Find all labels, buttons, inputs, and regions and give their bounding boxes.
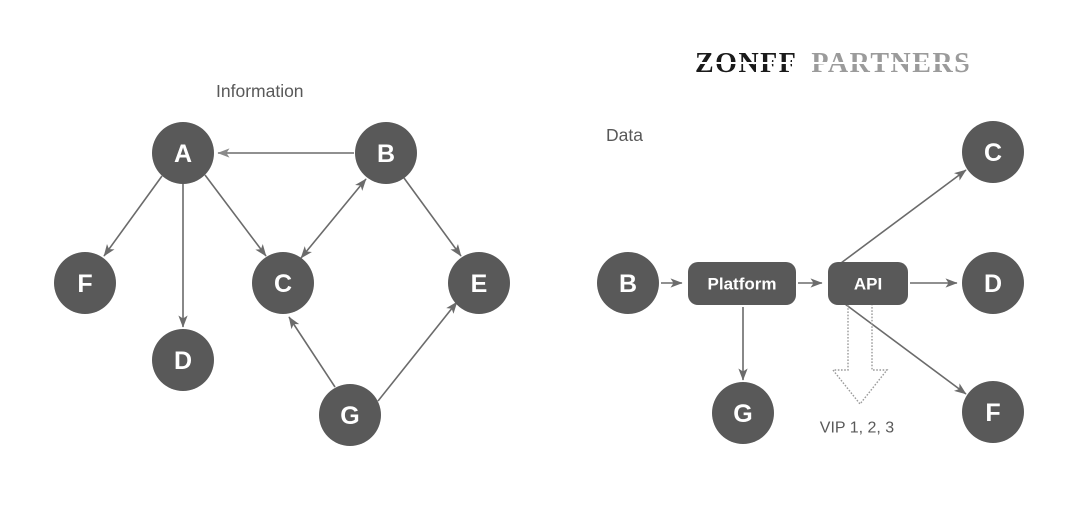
node-B-label: B <box>377 140 395 168</box>
vip-block-arrow <box>831 305 889 406</box>
panel-title-information: Information <box>216 81 304 101</box>
node-D2-label: D <box>984 270 1002 298</box>
node-api-rect[interactable] <box>828 262 908 305</box>
node-D-circle[interactable] <box>152 329 214 391</box>
information-edges <box>103 148 462 402</box>
edge-G-to-C <box>288 316 336 388</box>
node-api-label: API <box>854 275 882 294</box>
node-platform-rect[interactable] <box>688 262 796 305</box>
data-edges <box>661 169 967 395</box>
node-D-label: D <box>174 347 192 375</box>
node-D2[interactable]: D <box>962 252 1024 314</box>
zonff-partners-logo: ZONFF PARTNERS <box>695 48 972 80</box>
node-platform-label: Platform <box>708 275 777 294</box>
node-F2-circle[interactable] <box>962 381 1024 443</box>
node-D2-circle[interactable] <box>962 252 1024 314</box>
node-C-circle[interactable] <box>252 252 314 314</box>
node-platform[interactable]: Platform <box>688 262 796 305</box>
node-F-label: F <box>77 270 92 298</box>
logo-word-partners: PARTNERS <box>811 48 972 79</box>
edge-B-to-E <box>403 177 462 257</box>
node-B2[interactable]: B <box>597 252 659 314</box>
node-C2-circle[interactable] <box>962 121 1024 183</box>
node-C2[interactable]: C <box>962 121 1024 183</box>
node-api[interactable]: API <box>828 262 908 305</box>
node-D[interactable]: D <box>152 329 214 391</box>
vip-block-arrow-label: VIP 1, 2, 3 <box>820 420 895 437</box>
node-F[interactable]: F <box>54 252 116 314</box>
edge-api-to-F2 <box>844 303 967 395</box>
edge-api-to-C2 <box>840 169 967 264</box>
node-G2-circle[interactable] <box>712 382 774 444</box>
node-G-label: G <box>340 402 359 430</box>
node-B[interactable]: B <box>355 122 417 184</box>
node-C-label: C <box>274 270 292 298</box>
node-F2-label: F <box>985 399 1000 427</box>
node-E[interactable]: E <box>448 252 510 314</box>
node-G-circle[interactable] <box>319 384 381 446</box>
node-E-circle[interactable] <box>448 252 510 314</box>
panel-title-data: Data <box>606 125 643 145</box>
node-B-circle[interactable] <box>355 122 417 184</box>
vip-block-arrow-outline <box>831 305 889 406</box>
node-A[interactable]: A <box>152 122 214 184</box>
node-E-label: E <box>471 270 488 298</box>
edge-C-to-B-bidirectional <box>300 178 367 259</box>
edge-A-to-F <box>103 175 163 257</box>
node-B2-label: B <box>619 270 637 298</box>
node-F2[interactable]: F <box>962 381 1024 443</box>
node-A-label: A <box>174 140 192 168</box>
node-G2[interactable]: G <box>712 382 774 444</box>
node-F-circle[interactable] <box>54 252 116 314</box>
data-graph: VIP 1, 2, 3 B Platform API C D <box>597 121 1024 444</box>
node-C[interactable]: C <box>252 252 314 314</box>
edge-G-to-E <box>377 301 458 402</box>
edge-A-to-C <box>204 174 267 257</box>
node-A-circle[interactable] <box>152 122 214 184</box>
node-G[interactable]: G <box>319 384 381 446</box>
node-G2-label: G <box>733 400 752 428</box>
node-C2-label: C <box>984 139 1002 167</box>
node-B2-circle[interactable] <box>597 252 659 314</box>
information-graph: A B F C E D G <box>54 122 510 446</box>
logo-word-zonff: ZONFF <box>695 48 798 79</box>
